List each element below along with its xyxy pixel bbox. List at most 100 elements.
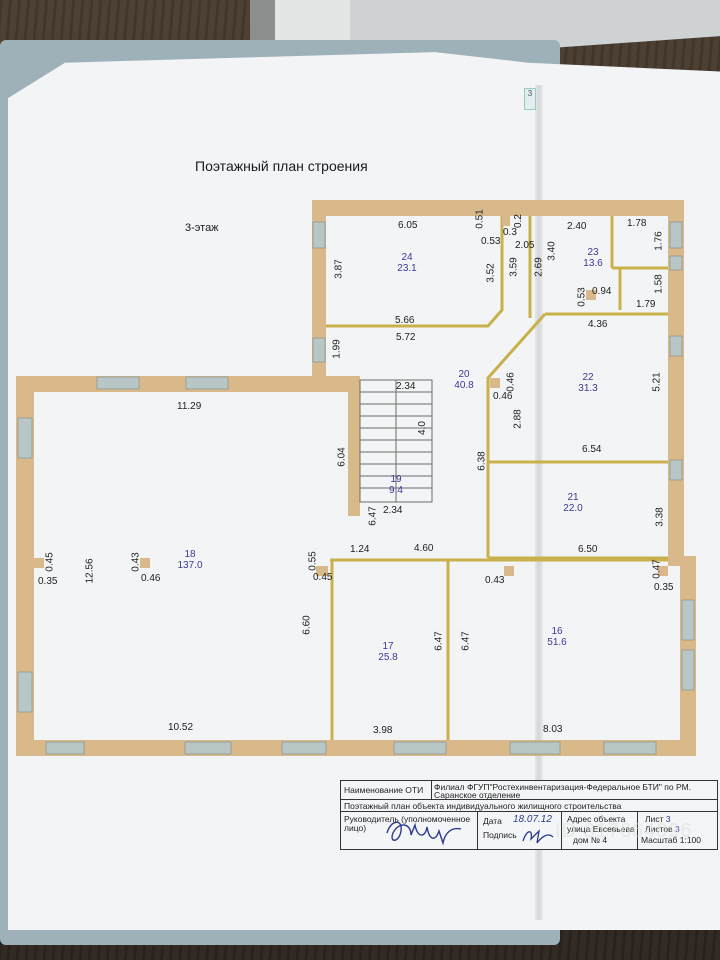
column (586, 290, 596, 300)
interior-partitions (326, 216, 668, 740)
dimension: 0.47 (651, 559, 663, 579)
room-19-id: 19 (390, 474, 402, 485)
exterior-walls (16, 200, 696, 756)
window (603, 741, 657, 755)
room-19-label: 19 9.4 (376, 474, 416, 496)
window (669, 459, 683, 481)
dimension: 2.40 (567, 221, 587, 232)
dimension: 4.36 (588, 319, 608, 330)
room-16-area: 51.6 (547, 637, 567, 648)
room-24-label: 24 23.1 (387, 252, 427, 274)
dimension: 6.47 (367, 506, 379, 526)
wall-right-upper (668, 200, 684, 562)
dimension: 0.3 (503, 227, 517, 238)
window (184, 741, 232, 755)
column (658, 566, 668, 576)
column (140, 558, 150, 568)
dimension: 2.34 (396, 381, 416, 392)
dimension: 0.45 (313, 572, 333, 583)
dimension: 0.2 (512, 214, 524, 228)
title-block: Наименование ОТИ Филиал ФГУП"Ростехинвен… (340, 780, 718, 850)
dimension: 2.05 (515, 240, 535, 251)
window (185, 376, 229, 390)
dimension: 6.47 (460, 631, 472, 651)
dimension: 1.79 (636, 299, 656, 310)
room-23-label: 23 13.6 (573, 247, 613, 269)
window (681, 599, 695, 641)
room-17-id: 17 (382, 641, 394, 652)
dimension: 0.43 (130, 552, 142, 572)
dimension: 0.46 (493, 391, 513, 402)
window (681, 649, 695, 691)
dimension: 2.34 (383, 505, 403, 516)
dimension: 0.51 (474, 209, 486, 229)
dimension: 0.45 (44, 552, 56, 572)
sheet-number: 3 (665, 814, 671, 824)
sheet-text: Лист (645, 814, 664, 824)
room-24-id: 24 (401, 252, 413, 263)
column (490, 378, 500, 388)
wall-top-upper (312, 200, 684, 216)
room-22-id: 22 (582, 372, 594, 383)
handwritten-initials (522, 829, 554, 844)
dimension: 5.66 (395, 315, 415, 326)
window (17, 671, 33, 713)
dimension: 1.58 (653, 274, 665, 294)
columns (34, 216, 668, 576)
column (502, 216, 510, 226)
window (312, 337, 326, 363)
plan-title: Поэтажный план строения (195, 158, 368, 174)
date-value: 18.07.12 (513, 814, 552, 825)
dimension: 6.60 (301, 615, 313, 635)
column (34, 558, 44, 568)
dimension: 6.47 (433, 631, 445, 651)
plan-name: Поэтажный план объекта индивидуального ж… (344, 801, 622, 811)
page-fold (535, 85, 543, 920)
window (45, 741, 85, 755)
wall-left-main (16, 376, 34, 756)
dimension: 1.78 (627, 218, 647, 229)
handwritten-signature (386, 821, 462, 846)
oti-label: Наименование ОТИ (344, 785, 424, 795)
room-23-area: 13.6 (583, 258, 603, 269)
window (669, 335, 683, 357)
room-18-area: 137.0 (177, 560, 203, 571)
dimension: 6.50 (578, 544, 598, 555)
watermark: ID 317664096 (555, 820, 693, 842)
room-18-id: 18 (184, 549, 196, 560)
room-20-label: 20 40.8 (444, 369, 484, 391)
dimension: 5.72 (396, 332, 416, 343)
sheet-tab: 3 (524, 88, 536, 110)
dimension: 1.76 (653, 231, 665, 251)
room-20-area: 40.8 (454, 380, 474, 391)
dimension: 0.55 (307, 551, 319, 571)
dimension: 3.52 (485, 263, 497, 283)
partition-room24 (326, 216, 504, 328)
dimension: 12.56 (84, 558, 96, 584)
dimension: 0.35 (38, 576, 58, 587)
column (316, 566, 328, 576)
window (96, 376, 140, 390)
dimension: 2.69 (533, 257, 545, 277)
dimension: 3.87 (333, 259, 345, 279)
dimension: 1.24 (350, 544, 370, 555)
dimension: 4.60 (414, 543, 434, 554)
address-house: дом № 4 (573, 835, 608, 845)
room-16-label: 16 51.6 (537, 626, 577, 648)
dimension: 5.21 (651, 372, 663, 392)
address-street: улица Евсевьева (567, 824, 635, 834)
column (504, 566, 514, 576)
dimension: 3.98 (373, 725, 393, 736)
room-16-id: 16 (551, 626, 563, 637)
partition-diagonal (486, 313, 547, 558)
wall-step (668, 556, 696, 566)
dimension: 6.04 (336, 447, 348, 467)
dimension: 10.52 (168, 722, 194, 733)
head-label-line2: лицо) (344, 823, 367, 833)
address-label: Адрес объекта (567, 814, 626, 824)
dimension: 0.46 (505, 372, 517, 392)
dimension: 2.88 (512, 409, 524, 429)
dimension: 0.53 (481, 236, 501, 247)
window (669, 255, 683, 271)
